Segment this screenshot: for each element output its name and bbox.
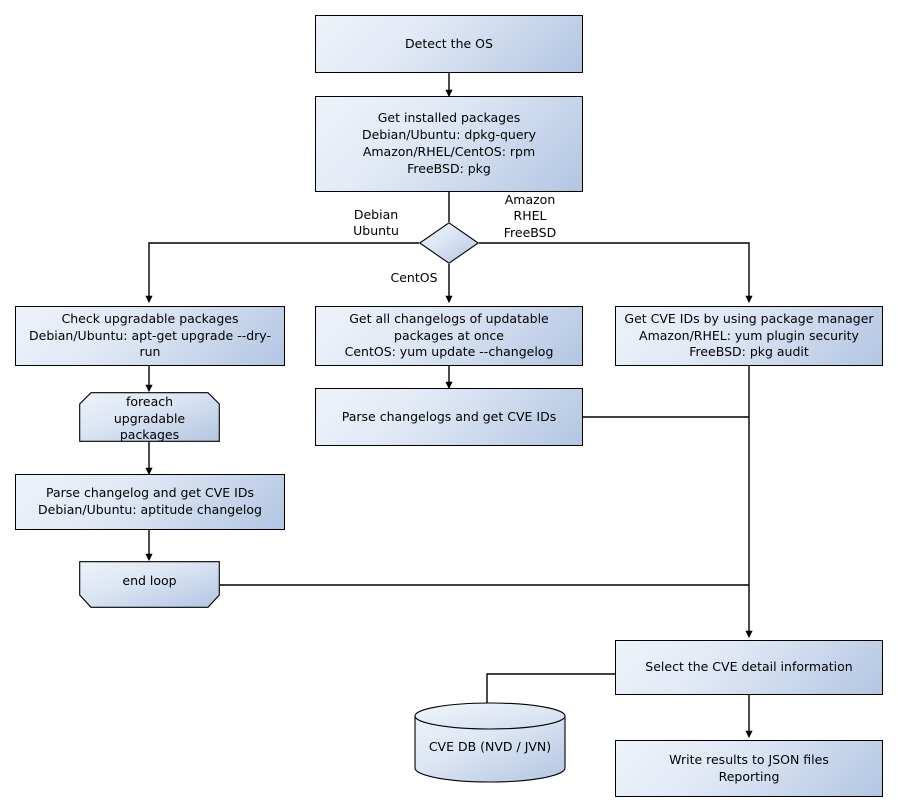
node-foreach-loop-start-label: foreach upgradable packages [113, 393, 186, 443]
node-os-decision[interactable] [418, 222, 480, 264]
node-parse-changelog-aptitude-label: Parse changelog and get CVE IDs Debian/U… [38, 485, 262, 517]
edge-decision-left [145, 242, 419, 304]
node-select-cve-detail[interactable]: Select the CVE detail information [615, 640, 883, 695]
node-get-all-changelogs-label: Get all changelogs of updatable packages… [344, 310, 554, 360]
edge-label-centos: CentOS [390, 270, 438, 285]
node-check-upgradable-packages[interactable]: Check upgradable packages Debian/Ubuntu:… [15, 306, 285, 366]
node-get-installed-packages-label: Get installed packages Debian/Ubuntu: dp… [361, 110, 537, 176]
node-get-cve-ids-package-manager-label: Get CVE IDs by using package manager Ama… [624, 310, 874, 360]
edge-label-debian-ubuntu: Debian Ubuntu [353, 207, 399, 239]
node-write-results-json[interactable]: Write results to JSON files Reporting [615, 740, 883, 797]
node-get-installed-packages[interactable]: Get installed packages Debian/Ubuntu: dp… [315, 96, 583, 192]
node-write-results-json-label: Write results to JSON files Reporting [669, 751, 829, 784]
node-select-cve-detail-label: Select the CVE detail information [645, 659, 853, 675]
node-detect-os-label: Detect the OS [405, 35, 493, 51]
edge-label-amazon-rhel-freebsd: Amazon RHEL FreeBSD [503, 192, 557, 240]
node-foreach-loop-start[interactable]: foreach upgradable packages [79, 392, 220, 442]
node-end-loop-label: end loop [122, 573, 177, 589]
node-cve-db[interactable]: CVE DB (NVD / JVN) [414, 702, 566, 783]
node-get-all-changelogs[interactable]: Get all changelogs of updatable packages… [315, 306, 583, 366]
node-get-cve-ids-package-manager[interactable]: Get CVE IDs by using package manager Ama… [615, 306, 883, 366]
node-check-upgradable-packages-label: Check upgradable packages Debian/Ubuntu:… [29, 310, 271, 360]
node-parse-changelog-aptitude[interactable]: Parse changelog and get CVE IDs Debian/U… [15, 474, 285, 530]
node-end-loop[interactable]: end loop [79, 561, 220, 608]
node-cve-db-label: CVE DB (NVD / JVN) [428, 738, 552, 754]
edge-decision-right [479, 242, 753, 304]
node-parse-changelogs-get-cve-ids[interactable]: Parse changelogs and get CVE IDs [315, 388, 583, 446]
node-detect-os[interactable]: Detect the OS [315, 15, 583, 73]
node-parse-changelogs-get-cve-ids-label: Parse changelogs and get CVE IDs [341, 408, 557, 424]
edge-cvedb-to-select [486, 673, 615, 705]
